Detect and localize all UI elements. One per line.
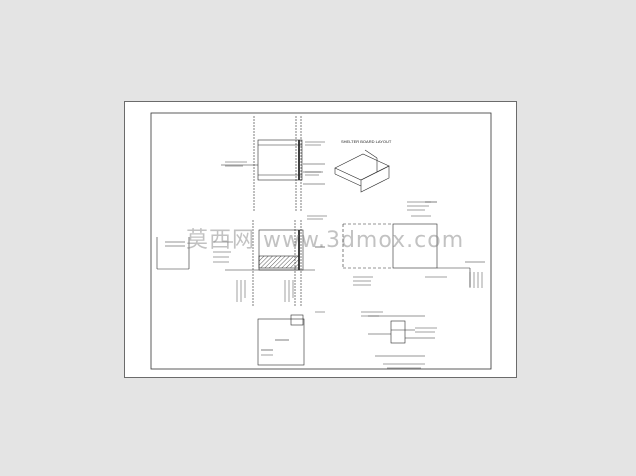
annotation-marks [213, 141, 483, 369]
wall-section-right [342, 201, 485, 287]
footing-detail [368, 315, 435, 357]
plan-detail-bottom [257, 314, 305, 366]
section-title: SHELTER BOARD LAYOUT [341, 139, 392, 144]
drawing-sheet: SHELTER BOARD LAYOUT [124, 101, 517, 378]
wall-section-left [156, 237, 190, 270]
isometric-shelter-detail [334, 149, 390, 193]
top-box-detail [221, 116, 325, 212]
wall-section-center [225, 220, 325, 307]
cad-drawing-canvas [150, 112, 492, 370]
inner-frame [150, 112, 492, 370]
